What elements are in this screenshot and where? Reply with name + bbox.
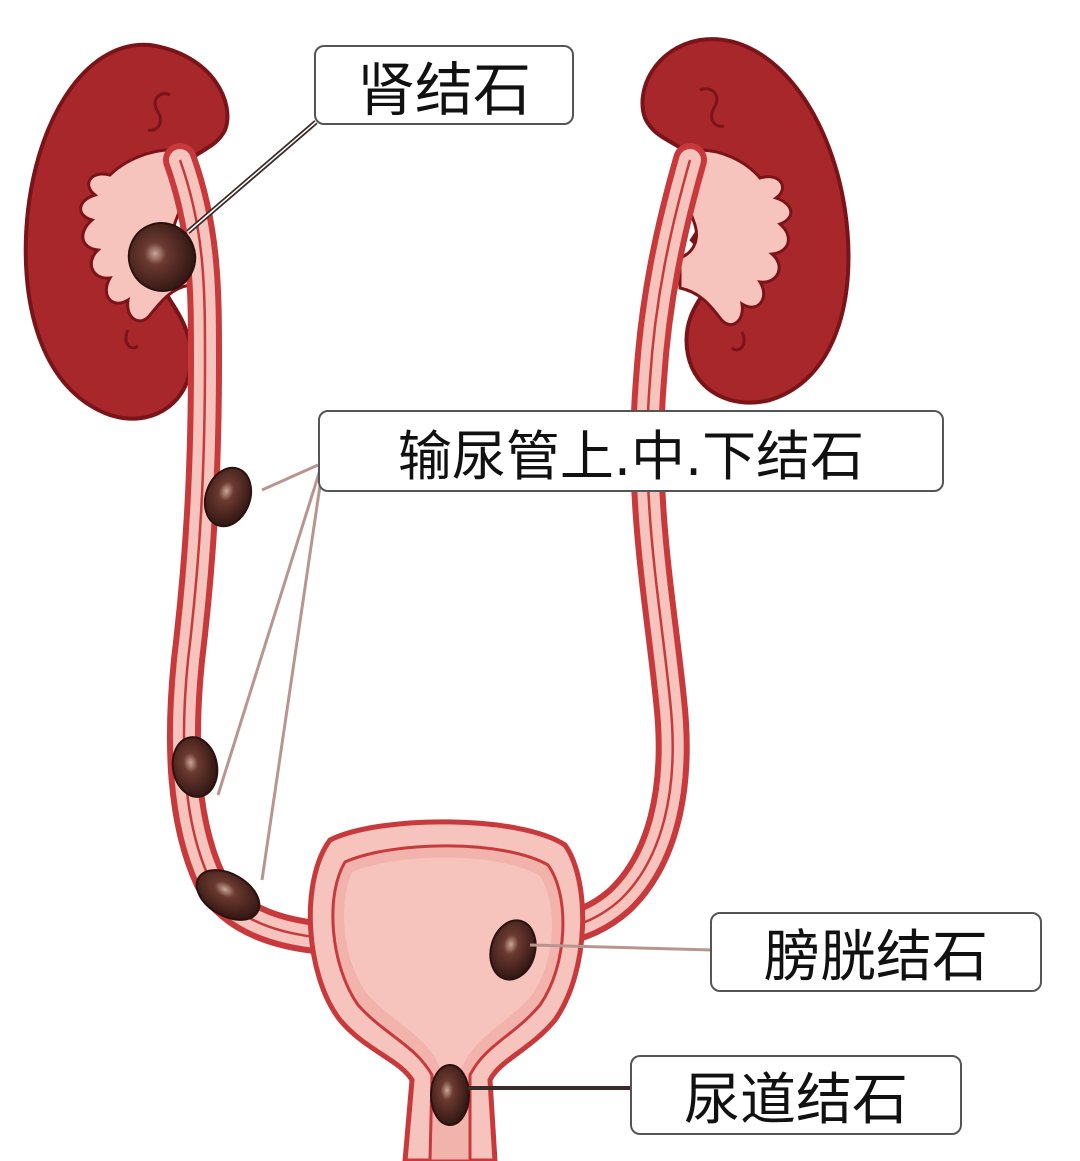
ureter-lower-stone-mark [195,869,261,921]
leader-lines [186,120,713,1090]
ureter-upper-leader [261,463,319,492]
urethra-stone-mark [430,1064,470,1126]
ureter-stones-label: 输尿管上.中.下结石 [318,410,944,492]
right-kidney [640,37,851,405]
bladder-stone-mark [489,919,537,981]
kidney-stone-label: 肾结石 [314,45,574,125]
urethra-stone-label-text: 尿道结石 [684,1067,908,1133]
left-ureter [163,143,342,955]
ureter-upper-stone-mark [203,466,253,528]
kidney-stone-leader-inner [187,121,317,233]
ureter-middle-leader [216,469,322,796]
ureter-middle-stone-mark [171,736,219,798]
kidney-stone-mark [127,222,197,292]
right-ureter [543,143,707,947]
urethra-stone-label: 尿道结石 [630,1055,962,1135]
bladder-stone-label-text: 膀胱结石 [764,924,988,990]
ureter-stones-label-text: 输尿管上.中.下结石 [397,424,865,488]
ureter-lower-leader [260,471,324,881]
kidney-stone-label-text: 肾结石 [356,56,531,124]
stones [127,222,537,1126]
bladder-stone-leader [529,943,713,952]
bladder-stone-label: 膀胱结石 [710,912,1042,992]
